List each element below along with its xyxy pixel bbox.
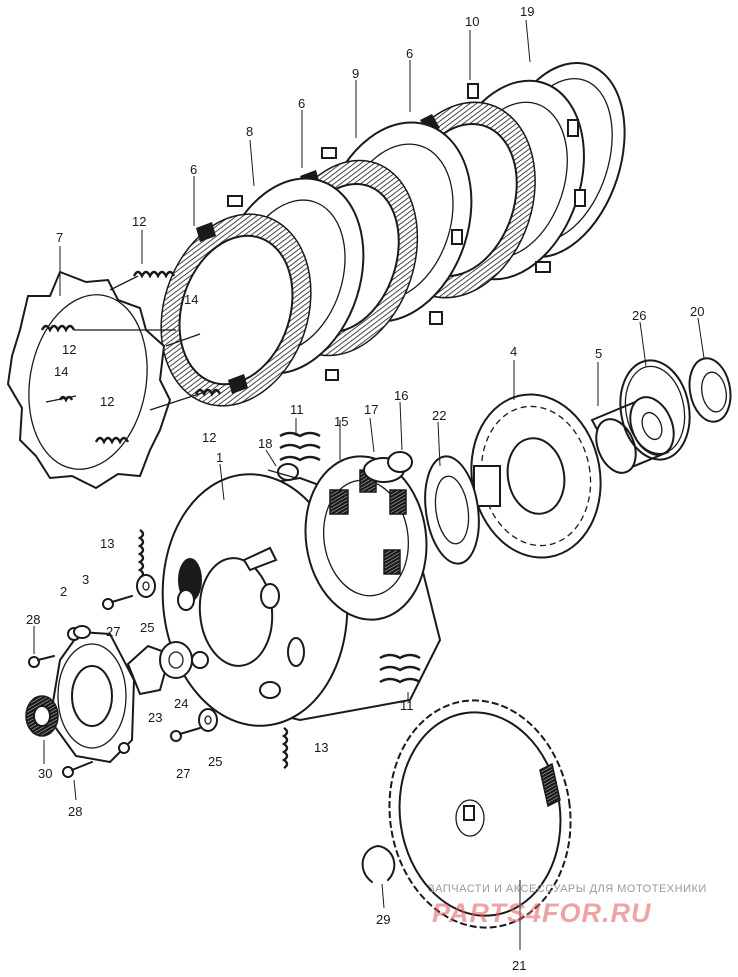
label-5: 5 xyxy=(595,346,602,361)
label-22: 22 xyxy=(432,408,446,423)
label-25-bottom: 25 xyxy=(208,754,222,769)
label-25-top: 25 xyxy=(140,620,154,635)
label-8: 8 xyxy=(246,124,253,139)
label-11-bottom: 11 xyxy=(400,698,414,713)
label-12-left: 12 xyxy=(62,342,76,357)
label-16: 16 xyxy=(394,388,408,403)
spring-11-bottom xyxy=(379,653,421,684)
bearing-30 xyxy=(25,695,59,737)
label-26: 26 xyxy=(632,308,646,323)
part-number-labels: 19 10 6 9 6 8 6 12 7 14 12 14 12 12 4 5 … xyxy=(26,4,704,973)
label-17: 17 xyxy=(364,402,378,417)
bearing-cover-2 xyxy=(48,627,136,764)
washer-25-bottom xyxy=(198,708,218,732)
washer-25-top xyxy=(136,574,156,598)
watermark-tagline: ЗАПЧАСТИ И АКСЕССУАРЫ ДЛЯ МОТОТЕХНИКИ xyxy=(428,883,707,895)
clutch-spring-12-rear xyxy=(149,388,222,411)
bearing-3 xyxy=(73,625,91,639)
label-27-top: 27 xyxy=(106,624,120,639)
snap-ring-26 xyxy=(619,359,691,461)
label-23: 23 xyxy=(148,710,162,725)
circlip-29 xyxy=(361,845,396,883)
spring-13-top xyxy=(137,529,145,579)
drive-gear-4 xyxy=(470,393,602,559)
label-6-right: 6 xyxy=(406,46,413,61)
spring-11-top xyxy=(279,431,321,462)
screw-28-bottom xyxy=(62,761,93,778)
label-30: 30 xyxy=(38,766,52,781)
sleeve-5 xyxy=(590,396,675,474)
label-27-bottom: 27 xyxy=(176,766,190,781)
label-21: 21 xyxy=(512,958,526,973)
bearing-cap-20 xyxy=(688,357,732,423)
label-6-left: 6 xyxy=(190,162,197,177)
screw-27-bottom xyxy=(170,727,201,742)
label-11-top: 11 xyxy=(290,402,304,417)
label-20: 20 xyxy=(690,304,704,319)
watermark-brand: PARTS4FOR.RU xyxy=(432,898,652,928)
label-24: 24 xyxy=(174,696,188,711)
collar-22 xyxy=(424,455,480,565)
label-14-upper: 14 xyxy=(184,292,198,307)
label-13-top: 13 xyxy=(100,536,114,551)
label-12-top: 12 xyxy=(132,214,146,229)
label-12-rear: 12 xyxy=(202,430,216,445)
weight-18 xyxy=(267,463,299,481)
spring-13-bottom xyxy=(281,727,289,769)
label-12-bottom: 12 xyxy=(100,394,114,409)
friction-disc-6-left xyxy=(160,213,312,407)
label-1: 1 xyxy=(216,450,223,465)
label-3: 3 xyxy=(82,572,89,587)
screw-27-top xyxy=(102,595,133,610)
leader-lines xyxy=(33,19,705,950)
label-28-top: 28 xyxy=(26,612,40,627)
label-6-middle: 6 xyxy=(298,96,305,111)
label-10: 10 xyxy=(465,14,479,29)
clutch-hub-15 xyxy=(304,455,428,621)
pressure-plate-7 xyxy=(6,270,172,490)
label-15: 15 xyxy=(334,414,348,429)
pin-14 xyxy=(45,333,201,403)
screw-28-top xyxy=(28,655,55,668)
roller-16 xyxy=(387,451,413,473)
clutch-spring-12-bottom xyxy=(94,436,130,445)
label-4: 4 xyxy=(510,344,517,359)
label-18: 18 xyxy=(258,436,272,451)
label-9: 9 xyxy=(352,66,359,81)
watermark: ЗАПЧАСТИ И АКСЕССУАРЫ ДЛЯ МОТОТЕХНИКИ PA… xyxy=(428,883,707,928)
label-29: 29 xyxy=(376,912,390,927)
label-19: 19 xyxy=(520,4,534,19)
nut-24 xyxy=(159,641,193,679)
label-14-lower: 14 xyxy=(54,364,68,379)
label-13-bottom: 13 xyxy=(314,740,328,755)
label-28-bottom: 28 xyxy=(68,804,82,819)
primary-gear-21 xyxy=(388,699,572,929)
clutch-spring-12-top xyxy=(109,270,176,291)
label-2: 2 xyxy=(60,584,67,599)
label-7: 7 xyxy=(56,230,63,245)
clutch-spring-12-left xyxy=(40,324,176,333)
